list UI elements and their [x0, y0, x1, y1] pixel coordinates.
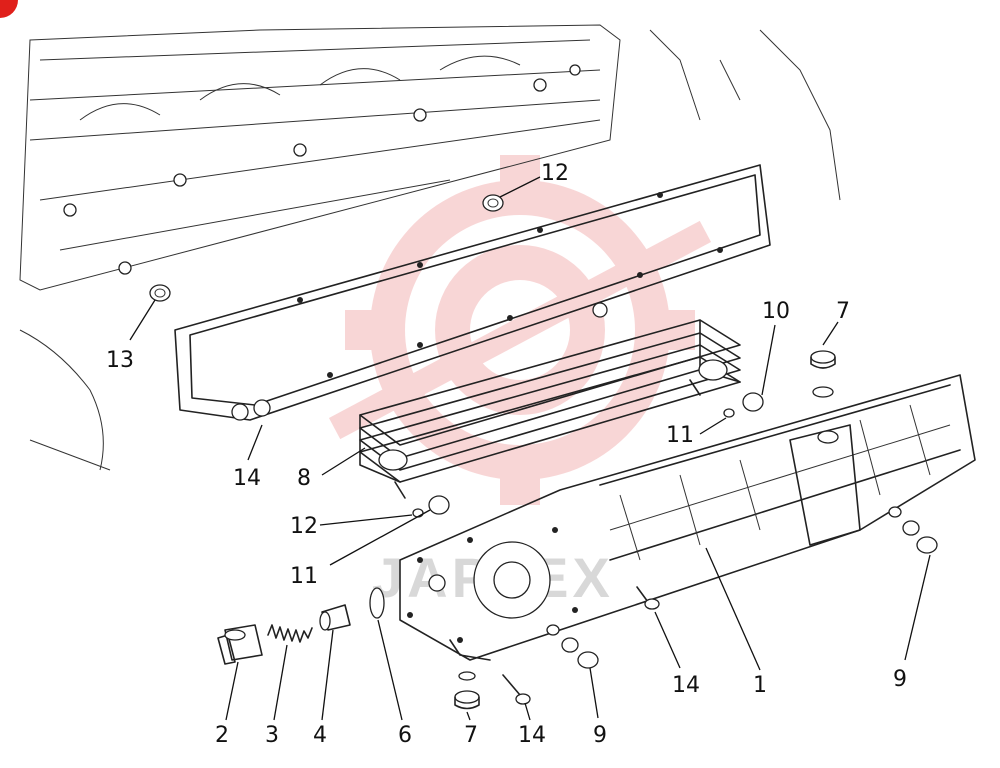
callout-3: 3	[265, 723, 279, 748]
callout-12-upper: 12	[541, 161, 569, 186]
callout-9-lower: 9	[593, 723, 607, 748]
callout-7-upper: 7	[836, 299, 850, 324]
o-ring-part-10-lower	[428, 495, 450, 515]
nuts-part-9-lower	[546, 624, 599, 669]
callout-7-lower: 7	[464, 723, 478, 748]
callout-14-right: 14	[672, 673, 700, 698]
callout-labels: 12 13 14 8 10 7 11 12 11 9 1 14 9 14 7 6…	[106, 161, 907, 748]
plug-part-7-lower	[454, 671, 480, 710]
spring-part-3	[267, 624, 313, 643]
leader-lines	[129, 176, 931, 721]
cooler-element-part-8	[359, 319, 741, 499]
callout-14-lower: 14	[518, 723, 546, 748]
callout-2: 2	[215, 723, 229, 748]
corner-badge	[0, 0, 18, 18]
bolt-part-14-lower	[502, 674, 531, 705]
o-ring-part-10-upper	[742, 392, 764, 412]
plug-part-2	[217, 624, 263, 665]
callout-11-upper: 11	[666, 423, 694, 448]
plug-part-7-upper	[810, 350, 836, 398]
seal-part-12-lower	[149, 284, 171, 302]
callout-13: 14	[233, 466, 261, 491]
o-ring-part-11-lower	[412, 508, 424, 518]
callout-12-lower: 13	[106, 348, 134, 373]
callout-1: 1	[753, 673, 767, 698]
callout-10-lower: 11	[290, 564, 318, 589]
seal-part-12-upper	[482, 194, 504, 212]
o-ring-part-6	[369, 587, 385, 619]
cooler-housing-part-1	[399, 374, 976, 661]
callout-9-right: 9	[893, 667, 907, 692]
o-ring-part-11-upper	[723, 408, 735, 418]
engine-block-outline	[19, 24, 841, 471]
callout-10-upper: 10	[762, 299, 790, 324]
callout-6: 6	[398, 723, 412, 748]
callout-4: 4	[313, 723, 327, 748]
bolt-part-14-right	[636, 586, 660, 610]
gasket-part-13	[174, 164, 771, 421]
nuts-part-9-right	[888, 506, 938, 554]
callout-8: 8	[297, 466, 311, 491]
valve-part-4	[319, 604, 351, 631]
callout-11-lower: 12	[290, 514, 318, 539]
